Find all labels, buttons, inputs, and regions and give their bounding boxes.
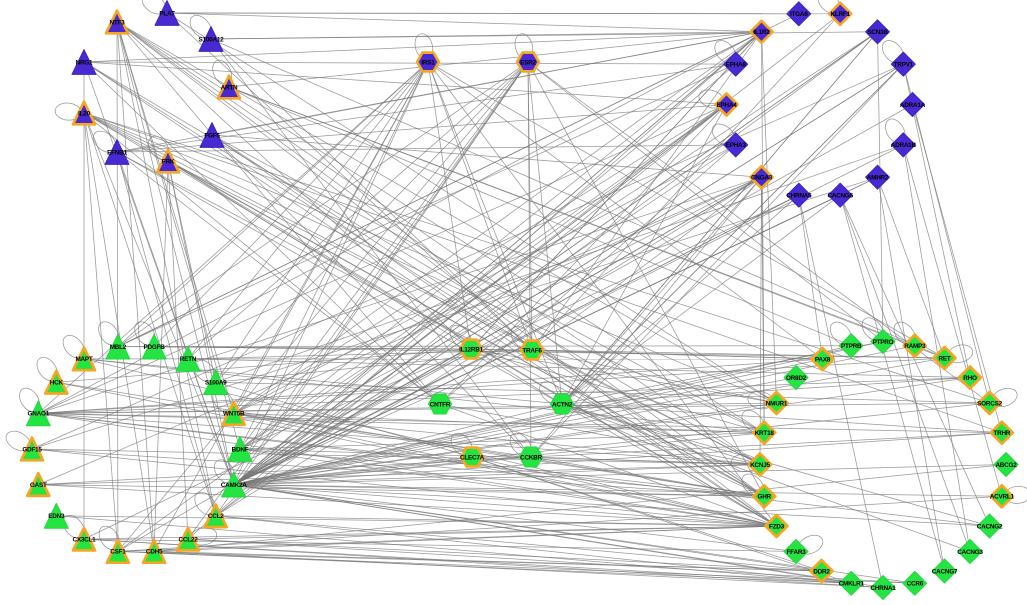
svg-text:CACNG5: CACNG5 [827,193,853,200]
svg-text:KCNJ5: KCNJ5 [750,462,770,469]
svg-text:HCK: HCK [50,380,64,387]
svg-text:EPHA3: EPHA3 [726,142,747,149]
svg-text:WNT5B: WNT5B [223,411,245,418]
svg-text:ITGA8: ITGA8 [790,11,808,18]
svg-text:EPHA4: EPHA4 [716,102,737,109]
svg-text:MBL2: MBL2 [110,344,127,351]
svg-text:IL20: IL20 [78,110,90,117]
svg-text:S100A12: S100A12 [199,36,225,43]
svg-text:CACNG2: CACNG2 [977,523,1003,530]
svg-text:NRG1: NRG1 [76,59,93,66]
svg-text:FZD3: FZD3 [769,523,785,530]
svg-text:TRAF6: TRAF6 [522,347,542,354]
svg-text:CCKBR: CCKBR [520,454,542,461]
svg-text:CACNG7: CACNG7 [932,568,958,575]
svg-text:GNAO1: GNAO1 [28,411,50,418]
svg-text:PAX8: PAX8 [815,356,831,363]
svg-text:EFNB1: EFNB1 [107,149,127,156]
svg-text:PTPRO: PTPRO [873,339,894,346]
svg-text:IL12RB1: IL12RB1 [459,346,484,353]
svg-text:PTPRB: PTPRB [841,343,862,350]
svg-text:MAPT: MAPT [75,356,92,363]
svg-text:RETN: RETN [180,356,197,363]
svg-text:TRHR: TRHR [993,430,1010,437]
svg-text:CHRNA1: CHRNA1 [870,585,896,592]
svg-text:CCL2: CCL2 [208,513,224,520]
svg-text:ACVRL1: ACVRL1 [990,494,1015,501]
svg-text:GDF15: GDF15 [22,446,42,453]
svg-text:PDGFB: PDGFB [144,344,166,351]
svg-text:OR8D2: OR8D2 [786,375,807,382]
svg-text:SCN3B: SCN3B [867,29,888,36]
svg-text:DDR2: DDR2 [813,568,830,575]
svg-text:ESR2: ESR2 [520,59,536,66]
svg-text:CAMK2A: CAMK2A [221,482,247,489]
svg-text:KRT18: KRT18 [755,430,775,437]
svg-text:CACNG3: CACNG3 [957,549,983,556]
svg-text:CHRNA5: CHRNA5 [786,193,812,200]
svg-text:FFAR3: FFAR3 [787,549,807,556]
svg-text:CCR6: CCR6 [907,581,924,588]
svg-text:CNGA3: CNGA3 [751,175,773,182]
svg-text:FRK: FRK [162,158,175,165]
svg-text:CX3CL1: CX3CL1 [72,536,96,543]
svg-text:ARTN: ARTN [221,84,238,91]
svg-text:RET: RET [938,355,950,362]
svg-text:CSF1: CSF1 [110,549,126,556]
svg-text:SORCS2: SORCS2 [977,400,1002,407]
svg-text:ACTN2: ACTN2 [552,401,573,408]
svg-text:EDN3: EDN3 [48,513,65,520]
svg-text:PLAT: PLAT [159,10,175,17]
svg-text:GAST: GAST [30,482,47,489]
svg-text:CDH5: CDH5 [146,549,163,556]
svg-text:NMUR1: NMUR1 [766,400,788,407]
svg-text:RHO: RHO [963,375,977,382]
svg-text:ABCG2: ABCG2 [995,462,1017,469]
svg-text:CCL22: CCL22 [179,536,199,543]
svg-text:NTF3: NTF3 [110,19,126,26]
svg-text:CMKLR1: CMKLR1 [839,581,865,588]
svg-text:CNTFR: CNTFR [430,401,451,408]
svg-text:RAMP3: RAMP3 [904,343,926,350]
svg-text:ADRA1A: ADRA1A [900,102,926,109]
svg-text:CLEC7A: CLEC7A [460,454,485,461]
svg-text:EPHA8: EPHA8 [726,61,747,68]
svg-text:KLRF1: KLRF1 [831,11,851,18]
svg-text:IRS1: IRS1 [421,59,435,66]
svg-text:TRPV1: TRPV1 [894,61,914,68]
svg-text:BDNF: BDNF [232,446,249,453]
svg-text:GHR: GHR [757,494,771,501]
svg-text:S100A9: S100A9 [205,380,227,387]
svg-text:IL1R2: IL1R2 [753,29,770,36]
svg-text:AMHR2: AMHR2 [867,175,889,182]
svg-text:FGF5: FGF5 [204,132,220,139]
svg-text:ADRA1B: ADRA1B [891,142,917,149]
